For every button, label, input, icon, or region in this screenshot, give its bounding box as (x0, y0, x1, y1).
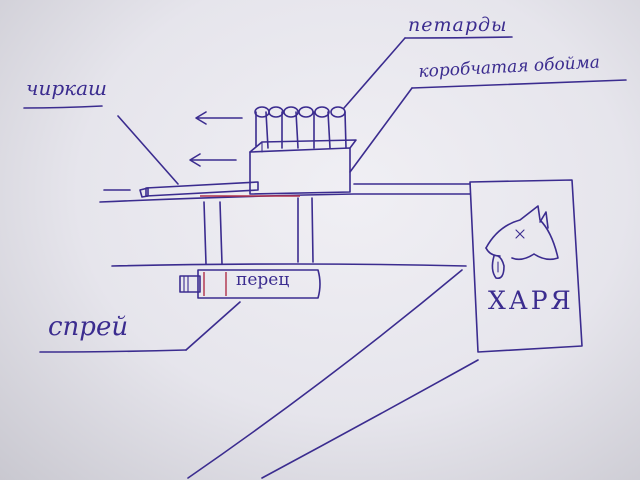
chirkash-underline (23, 105, 179, 185)
petardy-underline (343, 36, 513, 109)
label-lighter: чиркаш (26, 76, 107, 100)
arrow-left-icon (189, 153, 237, 167)
sprej-underline (39, 301, 241, 353)
label-spray: спрей (48, 312, 129, 342)
spray-can (179, 269, 321, 299)
lighter (103, 181, 259, 198)
platform-legs (203, 197, 314, 265)
firecracker-tubes (254, 106, 347, 149)
dog-face-icon (485, 205, 559, 280)
corrugated-shell (249, 139, 357, 195)
table-lines (187, 269, 479, 479)
ground-line (111, 263, 467, 267)
target-card (469, 179, 583, 353)
platform-board (99, 183, 471, 203)
label-pepper: перец (236, 270, 290, 290)
obojma-underline (349, 79, 627, 173)
label-face: ХАРЯ (488, 286, 574, 315)
label-firecrackers: петарды (408, 14, 508, 36)
arrow-left-icon (195, 111, 243, 125)
